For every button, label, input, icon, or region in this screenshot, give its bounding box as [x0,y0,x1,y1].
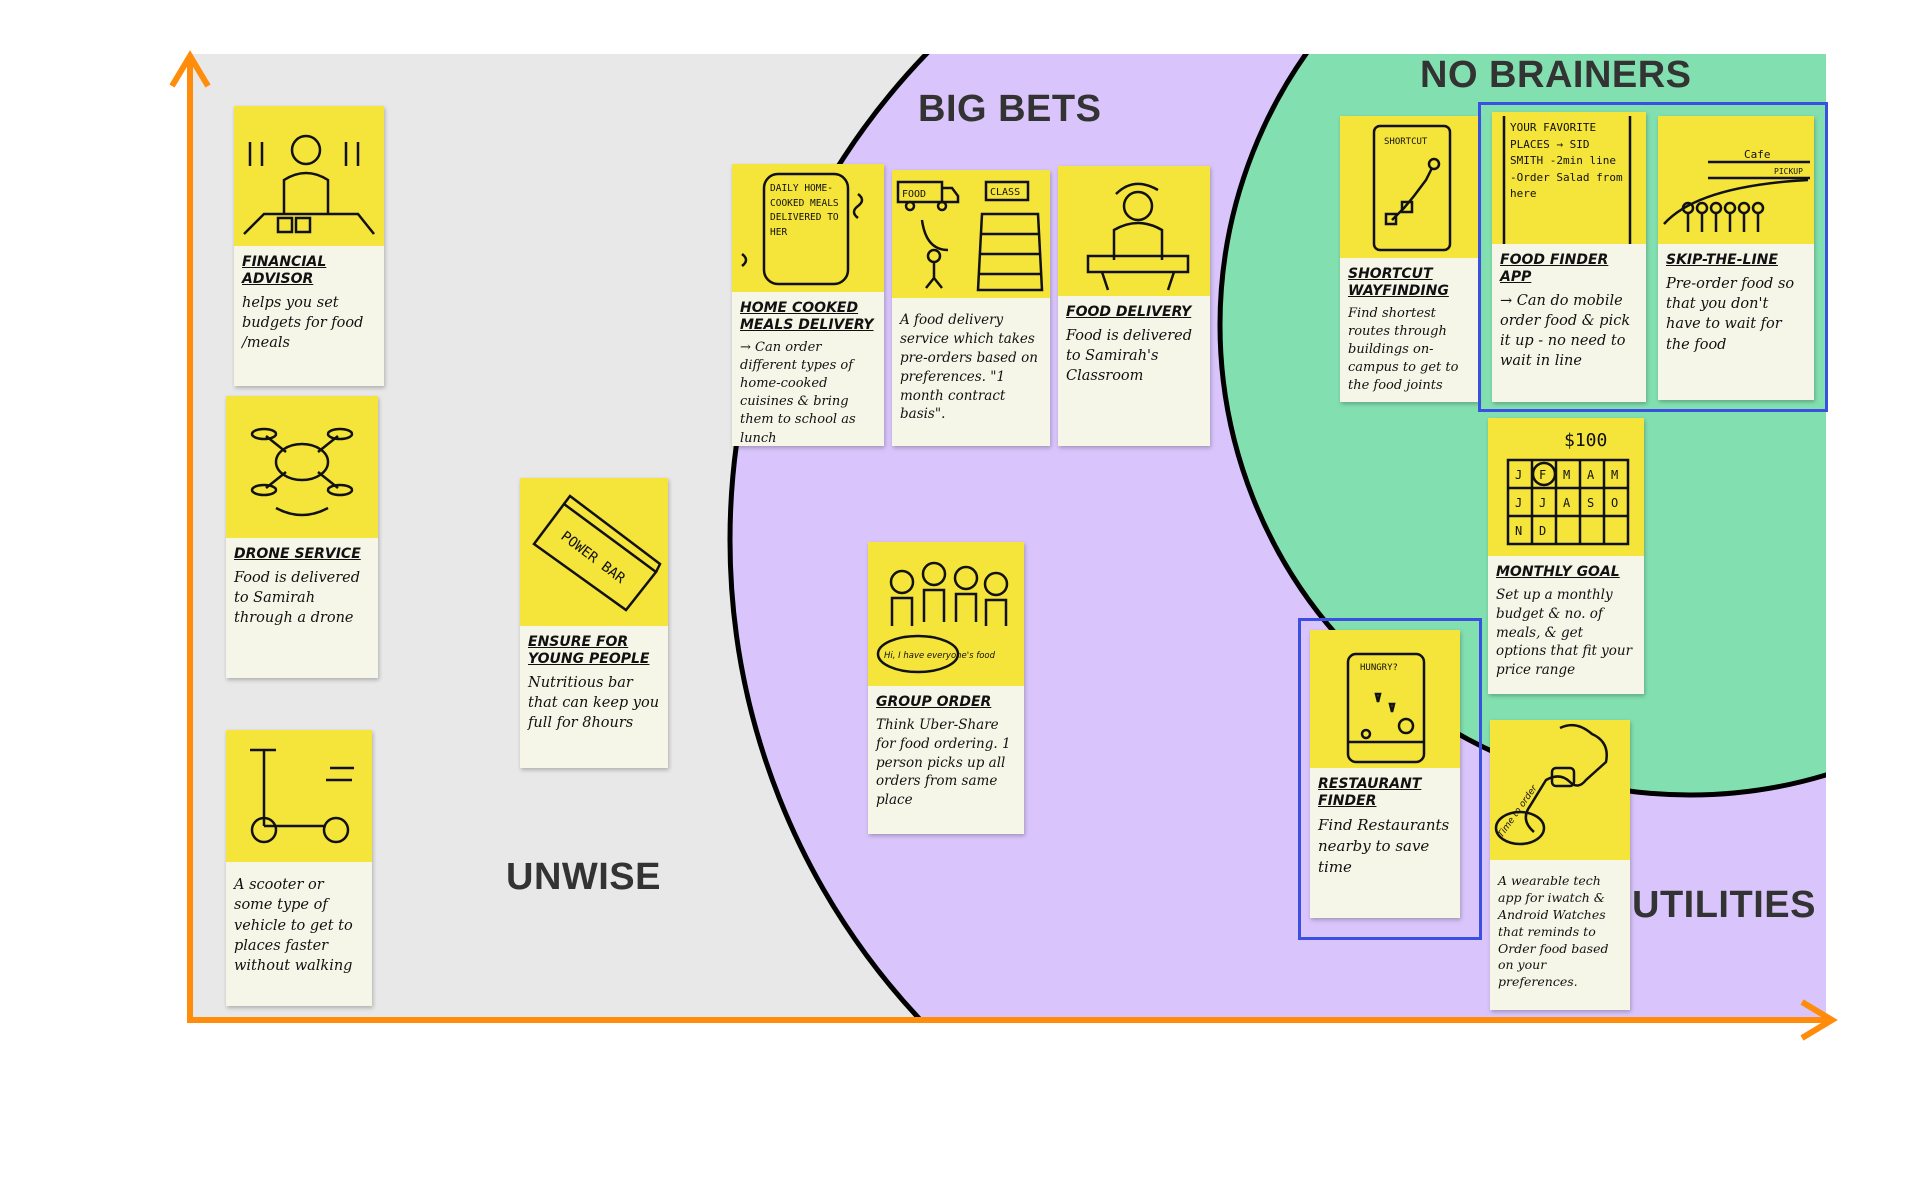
sticky-note-group-order: Hi, I have everyone's food Group Order T… [868,542,1024,834]
note-title: Home Cooked Meals Delivery [740,300,874,333]
calendar-month-letter: F [1539,468,1546,482]
sticky-note-power-bar: POWER BAR Ensure For Young People Nutrit… [520,478,668,768]
note-text: → Can do mobile order food & pick it up … [1500,292,1631,370]
sticky-note-wearable-tech: Time to order A wearable tech app for iw… [1490,720,1630,1010]
calendar-month-letter: J [1539,496,1546,510]
calendar-month-letter: J [1515,496,1522,510]
calendar-month-letter: A [1587,468,1595,482]
note-title: Restaurant Finder [1318,776,1422,809]
speech-text: Hi, I have everyone's food [884,651,996,661]
note-title: Ensure For Young People [528,634,650,667]
sticky-note-food-delivery-service: FOOD CLASS A food delivery service which … [892,170,1050,446]
delivery-truck-icon: FOOD CLASS [896,180,1044,292]
sticky-note-home-cooked-meals: DAILY HOME-COOKED MEALS DELIVERED TO HER… [732,164,884,446]
person-with-tray-icon [1086,182,1190,291]
budget-amount: $100 [1564,430,1607,451]
no-brainers-label: NO BRAINERS [1420,54,1692,96]
class-label: CLASS [990,187,1020,198]
note-text: A scooter or some type of vehicle to get… [234,877,353,975]
meal-box-text: DAILY HOME-COOKED MEALS DELIVERED TO HER [770,183,839,239]
note-title: Financial Advisor [242,254,327,287]
sticky-note-scooter: A scooter or some type of vehicle to get… [226,730,372,1006]
truck-label: FOOD [902,189,926,200]
utilities-label: UTILITIES [1632,884,1816,926]
smartwatch-icon: Time to order [1494,723,1608,846]
note-title: Group Order [876,694,992,710]
power-bar-icon: POWER BAR [532,494,662,612]
sticky-note-shortcut-wayfinding: SHORTCUT Shortcut Wayfinding Find shorte… [1340,116,1478,402]
calendar-month-letter: A [1563,496,1571,510]
note-text: A wearable tech app for iwatch & Android… [1498,873,1609,990]
y-axis-arrow-icon [169,50,211,88]
shortcut-text: SHORTCUT [1384,137,1428,147]
note-text: helps you set budgets for food /meals [242,294,364,352]
calendar-month-letter: N [1515,524,1522,538]
note-title: Shortcut Wayfinding [1348,266,1449,299]
note-text: Set up a monthly budget & no. of meals, … [1496,586,1633,679]
note-text: → Can order different types of home-cook… [740,339,856,446]
calendar-month-letter: M [1611,468,1618,482]
phone-pins-icon: HUNGRY? [1346,652,1426,764]
phone-list-icon: YOUR FAVORITE PLACES → SID SMITH -2min l… [1502,116,1632,244]
scooter-icon [250,748,354,844]
calendar-month-letter: O [1611,496,1618,510]
power-bar-text: POWER BAR [558,528,629,587]
note-text: Pre-order food so that you don't have to… [1666,275,1795,353]
highlight-box-bottom [1298,618,1482,940]
sticky-note-restaurant-finder: HUNGRY? Restaurant Finder Find Restauran… [1310,630,1460,918]
note-text: Think Uber-Share for food ordering. 1 pe… [876,716,1011,809]
sticky-note-drone-service: Drone Service Food is delivered to Samir… [226,396,378,678]
highlight-box-top [1478,102,1828,412]
calendar-month-letter: D [1539,524,1546,538]
note-title: Food Delivery [1066,304,1192,320]
note-text: Find shortest routes through buildings o… [1348,305,1459,394]
note-text: Find Restaurants nearby to save time [1318,815,1450,876]
sticky-note-food-finder-app: YOUR FAVORITE PLACES → SID SMITH -2min l… [1492,112,1646,402]
calendar-month-letter: M [1563,468,1570,482]
group-people-icon: Hi, I have everyone's food [876,561,1009,674]
pickup-label: PICKUP [1774,167,1803,176]
unwise-label: UNWISE [506,856,661,898]
x-axis-arrow-icon [1800,999,1838,1041]
note-title: Skip-the-line [1666,252,1778,268]
person-at-desk-icon [243,134,375,235]
calendar-month-letter: S [1587,496,1594,510]
note-text: Nutritious bar that can keep you full fo… [528,674,660,732]
note-title: Drone Service [234,546,361,562]
cafe-label: Cafe [1744,148,1771,161]
meal-box-icon: DAILY HOME-COOKED MEALS DELIVERED TO HER [741,172,864,286]
sticky-note-food-delivery: Food Delivery Food is delivered to Samir… [1058,166,1210,446]
note-title: Monthly Goal [1496,564,1620,580]
note-title: Food Finder App [1500,252,1609,285]
calendar-month-letter: J [1515,468,1522,482]
note-text: Food is delivered to Samirah through a d… [234,569,361,627]
favorites-list-text: YOUR FAVORITE PLACES → SID SMITH -2min l… [1510,121,1623,200]
note-text: A food delivery service which takes pre-… [900,312,1038,423]
note-text: Food is delivered to Samirah's Classroom [1066,327,1193,385]
big-bets-label: BIG BETS [918,88,1102,130]
drone-icon [250,427,354,517]
hungry-text: HUNGRY? [1360,663,1398,673]
sticky-note-financial-advisor: Financial Advisor helps you set budgets … [234,106,384,386]
phone-map-icon: SHORTCUT [1372,124,1452,252]
